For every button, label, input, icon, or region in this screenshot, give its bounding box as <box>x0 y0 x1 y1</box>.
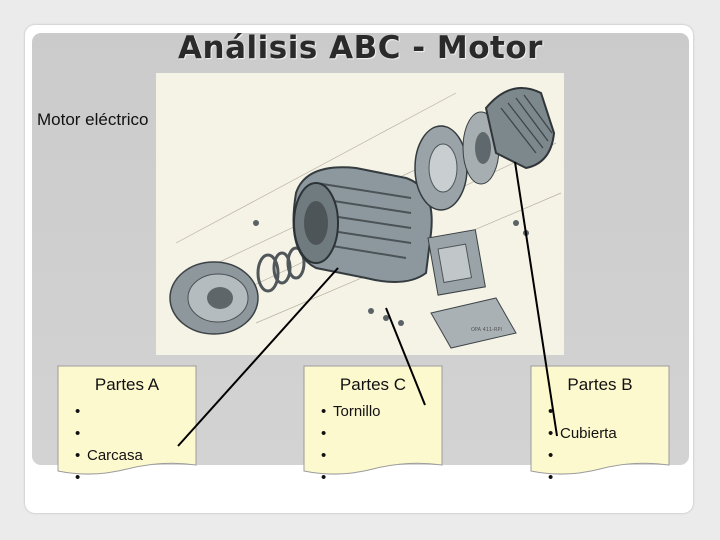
list-item: • <box>548 447 554 464</box>
list-item: • <box>75 403 81 420</box>
parts-c-title: Partes C <box>339 375 407 394</box>
list-item: •Tornillo <box>321 403 381 420</box>
motor-exploded-image: OPA 411-RPI <box>156 73 564 355</box>
slide-title: Análisis ABC - Motor <box>178 30 543 66</box>
parts-a-list: • • •Carcasa • <box>75 401 143 489</box>
list-item: •Cubierta <box>548 425 617 442</box>
list-item: •Carcasa <box>75 447 143 464</box>
subtitle: Motor eléctrico <box>37 110 149 129</box>
list-item: • <box>321 425 327 442</box>
list-item: • <box>548 403 554 420</box>
list-item: • <box>75 425 81 442</box>
parts-b-list: • •Cubierta • • <box>548 401 617 489</box>
list-item: • <box>321 447 327 464</box>
svg-text:OPA 411-RPI: OPA 411-RPI <box>471 327 502 333</box>
parts-b-title: Partes B <box>567 375 633 394</box>
list-item: • <box>321 469 327 486</box>
parts-b-box: Partes B • •Cubierta • • <box>530 365 670 486</box>
list-item: • <box>548 469 554 486</box>
list-item: • <box>75 469 81 486</box>
parts-a-box: Partes A • • •Carcasa • <box>57 365 197 486</box>
parts-c-list: •Tornillo • • • <box>321 401 381 489</box>
parts-c-box: Partes C •Tornillo • • • <box>303 365 443 486</box>
parts-a-title: Partes A <box>94 375 160 394</box>
